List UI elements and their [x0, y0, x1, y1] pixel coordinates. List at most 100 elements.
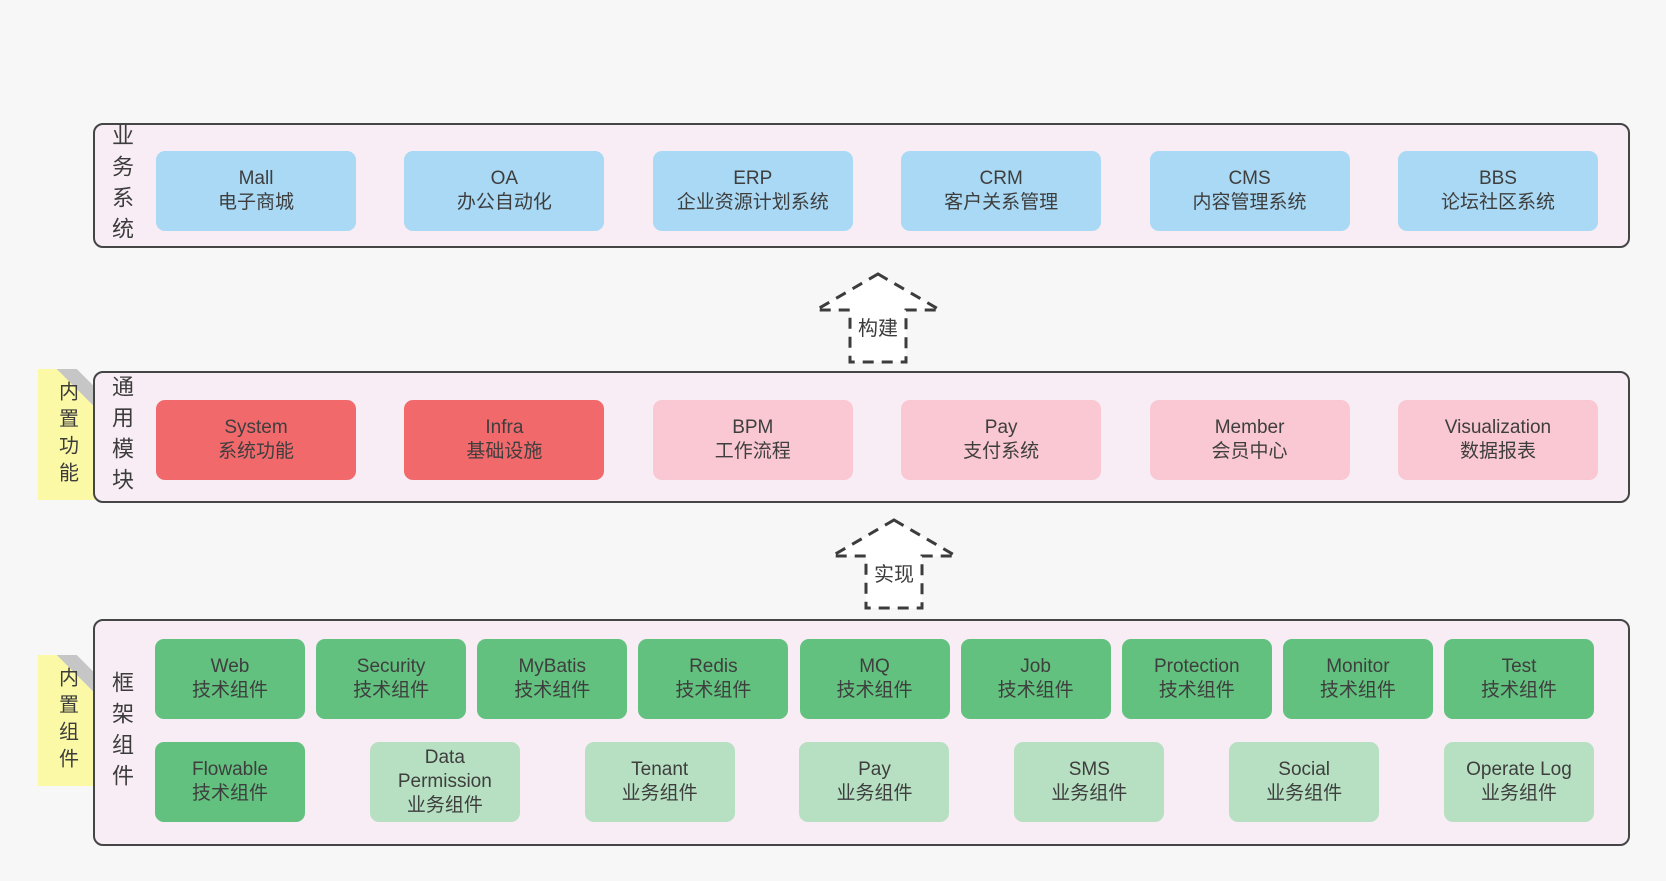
node-test: Test 技术组件 [1444, 639, 1594, 719]
node-subtitle: 技术组件 [353, 680, 430, 701]
node-title: Data Permission [397, 747, 492, 792]
node-subtitle: 业务组件 [1266, 783, 1343, 804]
node-title: Protection [1153, 656, 1240, 677]
node-subtitle: 支付系统 [963, 441, 1040, 462]
node-pay-system: Pay 支付系统 [901, 400, 1102, 480]
layer-common-modules: 通用模块 System 系统功能 Infra 基础设施 BPM 工作流程 Pay… [93, 371, 1630, 503]
node-title: Redis [689, 656, 738, 677]
node-redis: Redis 技术组件 [638, 639, 789, 719]
node-title: Flowable [191, 759, 269, 780]
node-title: Web [210, 656, 250, 677]
node-subtitle: 客户关系管理 [944, 192, 1059, 213]
node-subtitle: 办公自动化 [456, 192, 552, 213]
sticky-note-builtin-features: 内置功能 [38, 369, 95, 500]
node-mall: Mall 电子商城 [156, 151, 356, 231]
node-title: BBS [1478, 168, 1517, 189]
node-title: Infra [485, 417, 524, 438]
node-subtitle: 技术组件 [514, 680, 591, 701]
node-subtitle: 电子商城 [217, 192, 294, 213]
node-data-permission: Data Permission 业务组件 [369, 742, 520, 822]
node-subtitle: 业务组件 [1051, 783, 1128, 804]
node-title: Job [1020, 656, 1051, 677]
node-web: Web 技术组件 [155, 639, 305, 719]
node-title: Security [356, 656, 426, 677]
node-bbs: BBS 论坛社区系统 [1397, 151, 1598, 231]
node-title: OA [490, 168, 519, 189]
sticky-note-text: 内置组件 [55, 666, 78, 775]
node-infra: Infra 基础设施 [404, 400, 605, 480]
node-flowable: Flowable 技术组件 [155, 742, 305, 822]
node-title: Monitor [1326, 656, 1390, 677]
node-job: Job 技术组件 [960, 639, 1111, 719]
node-title: Visualization [1444, 417, 1552, 438]
node-subtitle: 会员中心 [1211, 441, 1288, 462]
node-subtitle: 技术组件 [191, 680, 268, 701]
node-subtitle: 技术组件 [1319, 680, 1396, 701]
layer-label: 业务系统 [109, 123, 134, 248]
node-operate-log: Operate Log 业务组件 [1443, 742, 1594, 822]
node-subtitle: 技术组件 [836, 680, 913, 701]
node-title: MQ [859, 656, 890, 677]
node-subtitle: 内容管理系统 [1192, 192, 1307, 213]
node-subtitle: 工作流程 [714, 441, 791, 462]
layer-framework-components: 框架组件 Web 技术组件 Security 技术组件 MyBatis 技术组件… [93, 619, 1630, 846]
node-subtitle: 企业资源计划系统 [676, 192, 829, 213]
node-tenant: Tenant 业务组件 [584, 742, 735, 822]
node-subtitle: 业务组件 [836, 783, 913, 804]
node-sms: SMS 业务组件 [1014, 742, 1165, 822]
node-subtitle: 技术组件 [997, 680, 1074, 701]
node-title: CMS [1228, 168, 1271, 189]
node-security: Security 技术组件 [316, 639, 467, 719]
node-bpm: BPM 工作流程 [652, 400, 853, 480]
node-title: Tenant [631, 759, 689, 780]
layer-label: 通用模块 [109, 375, 134, 499]
sticky-note-text: 内置功能 [55, 380, 78, 489]
arrow-build: 构建 [812, 271, 944, 365]
node-oa: OA 办公自动化 [404, 151, 605, 231]
node-cms: CMS 内容管理系统 [1149, 151, 1350, 231]
node-member: Member 会员中心 [1149, 400, 1350, 480]
node-mq: MQ 技术组件 [799, 639, 950, 719]
node-subtitle: 业务组件 [406, 795, 483, 816]
node-mybatis: MyBatis 技术组件 [477, 639, 628, 719]
node-title: System [224, 417, 288, 438]
business-systems-row: Mall 电子商城 OA 办公自动化 ERP 企业资源计划系统 CRM 客户关系… [156, 151, 1598, 231]
node-title: ERP [733, 168, 773, 189]
node-title: SMS [1068, 759, 1110, 780]
node-subtitle: 技术组件 [675, 680, 752, 701]
node-title: Member [1214, 417, 1285, 438]
sticky-note-builtin-components: 内置组件 [38, 655, 95, 786]
node-protection: Protection 技术组件 [1121, 639, 1272, 719]
layer-business-systems: 业务系统 Mall 电子商城 OA 办公自动化 ERP 企业资源计划系统 CRM… [93, 123, 1630, 248]
node-visualization: Visualization 数据报表 [1397, 400, 1598, 480]
arrow-label: 实现 [871, 558, 917, 587]
node-subtitle: 论坛社区系统 [1440, 192, 1555, 213]
common-modules-row: System 系统功能 Infra 基础设施 BPM 工作流程 Pay 支付系统… [156, 400, 1598, 480]
node-pay-component: Pay 业务组件 [799, 742, 950, 822]
node-subtitle: 技术组件 [1480, 680, 1557, 701]
node-subtitle: 业务组件 [621, 783, 698, 804]
node-crm: CRM 客户关系管理 [901, 151, 1102, 231]
node-title: Test [1501, 656, 1537, 677]
node-subtitle: 技术组件 [1158, 680, 1235, 701]
node-title: Pay [858, 759, 891, 780]
node-title: Mall [238, 168, 274, 189]
node-subtitle: 技术组件 [191, 783, 268, 804]
node-subtitle: 数据报表 [1459, 441, 1536, 462]
framework-components-grid: Web 技术组件 Security 技术组件 MyBatis 技术组件 Redi… [155, 639, 1594, 822]
node-title: Pay [984, 417, 1018, 438]
node-subtitle: 业务组件 [1480, 783, 1557, 804]
node-title: Operate Log [1466, 759, 1572, 780]
node-subtitle: 系统功能 [217, 441, 294, 462]
node-title: BPM [732, 417, 774, 438]
node-social: Social 业务组件 [1229, 742, 1380, 822]
node-erp: ERP 企业资源计划系统 [652, 151, 853, 231]
node-title: MyBatis [518, 656, 587, 677]
arrow-label: 构建 [855, 312, 901, 341]
node-title: Social [1278, 759, 1331, 780]
node-monitor: Monitor 技术组件 [1282, 639, 1433, 719]
node-title: CRM [979, 168, 1023, 189]
arrow-implement: 实现 [828, 517, 960, 611]
layer-label: 框架组件 [109, 670, 134, 795]
